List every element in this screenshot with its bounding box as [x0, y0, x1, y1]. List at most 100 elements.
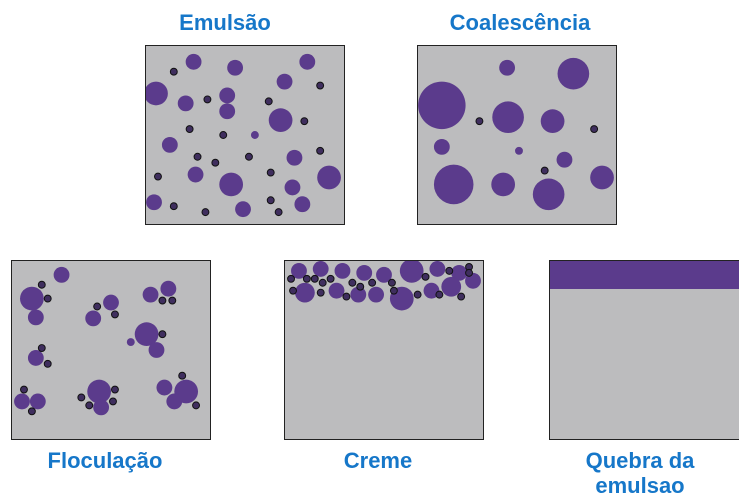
droplet [294, 196, 311, 213]
small-droplet [109, 397, 117, 406]
floculacao-droplets [14, 266, 200, 416]
droplet [491, 172, 516, 197]
droplet [451, 264, 468, 281]
small-droplet [154, 172, 162, 181]
small-droplet [178, 371, 187, 380]
label-creme: Creme [343, 448, 413, 473]
droplet [368, 286, 384, 303]
small-droplet [590, 125, 599, 134]
small-droplet [457, 292, 466, 301]
small-droplet [20, 385, 28, 394]
droplet [433, 164, 474, 205]
panel-quebra [549, 260, 739, 440]
small-droplet [27, 407, 36, 416]
small-droplet [342, 292, 351, 301]
droplet [350, 286, 367, 303]
small-droplet [219, 131, 228, 139]
small-droplet [316, 81, 325, 90]
small-droplet [287, 274, 295, 283]
droplet [465, 272, 481, 289]
small-droplet [302, 274, 311, 283]
label-quebra-line2: emulsao [595, 473, 685, 498]
panel-floculacao [11, 260, 211, 440]
droplet [429, 261, 446, 277]
droplet [20, 286, 44, 311]
small-droplet [245, 152, 253, 161]
droplet [276, 73, 293, 90]
droplet [423, 282, 440, 299]
droplet [156, 379, 173, 396]
droplet [312, 261, 329, 277]
small-droplet [111, 385, 119, 394]
panel-coalescencia [417, 45, 617, 225]
droplet [356, 264, 373, 281]
small-droplet [310, 274, 319, 283]
droplet [146, 194, 162, 211]
droplet [418, 81, 466, 130]
emulsao-droplets [146, 53, 341, 218]
droplet [433, 138, 450, 155]
droplet [166, 393, 183, 410]
droplet [268, 108, 293, 133]
droplet [235, 201, 251, 218]
droplet [399, 261, 424, 283]
droplet [284, 179, 301, 196]
panel-creme [284, 260, 484, 440]
droplet [227, 59, 244, 76]
droplet [185, 53, 202, 70]
small-droplet [300, 117, 309, 126]
droplet [328, 282, 345, 299]
small-droplet [274, 208, 283, 217]
droplet [27, 309, 44, 326]
small-droplet [266, 196, 275, 205]
droplet [146, 81, 168, 106]
small-droplet [445, 266, 454, 275]
label-floculacao: Floculação [47, 448, 163, 473]
droplet [93, 399, 110, 416]
droplet [29, 393, 46, 410]
droplet [492, 101, 524, 134]
droplet [27, 350, 44, 366]
small-droplet [435, 290, 444, 299]
small-droplet [421, 272, 430, 281]
small-droplet [316, 288, 325, 297]
small-droplet [389, 286, 398, 295]
small-droplet [540, 166, 549, 175]
small-droplet [43, 294, 52, 303]
small-droplet [266, 168, 275, 177]
droplet [291, 262, 307, 279]
droplet [295, 282, 315, 303]
droplet [250, 131, 259, 139]
small-droplet [158, 296, 167, 305]
label-quebra-line1: Quebra da [585, 448, 695, 473]
small-droplet [368, 278, 377, 287]
small-droplet [93, 302, 102, 311]
small-droplet [168, 296, 177, 305]
droplet [148, 342, 165, 358]
small-droplet [111, 310, 119, 319]
small-droplet [37, 344, 46, 352]
small-droplet [289, 286, 297, 295]
droplet [103, 294, 119, 311]
creme-droplets [287, 261, 481, 311]
small-droplet [356, 282, 365, 291]
small-droplet [77, 393, 86, 402]
droplet [219, 87, 236, 104]
small-droplet [387, 278, 396, 287]
droplet [134, 322, 159, 347]
small-droplet [43, 359, 52, 368]
small-droplet [158, 330, 167, 339]
droplet [317, 165, 341, 190]
small-droplet [475, 117, 484, 126]
small-droplet [413, 290, 422, 299]
droplet [160, 280, 177, 297]
droplet [499, 59, 516, 76]
droplet [441, 276, 462, 297]
small-droplet [326, 274, 335, 283]
small-droplet [211, 158, 220, 167]
small-droplet [201, 208, 210, 217]
small-droplet [465, 268, 473, 277]
oil-layer [550, 261, 739, 289]
small-droplet [185, 125, 194, 134]
droplet [53, 266, 70, 283]
